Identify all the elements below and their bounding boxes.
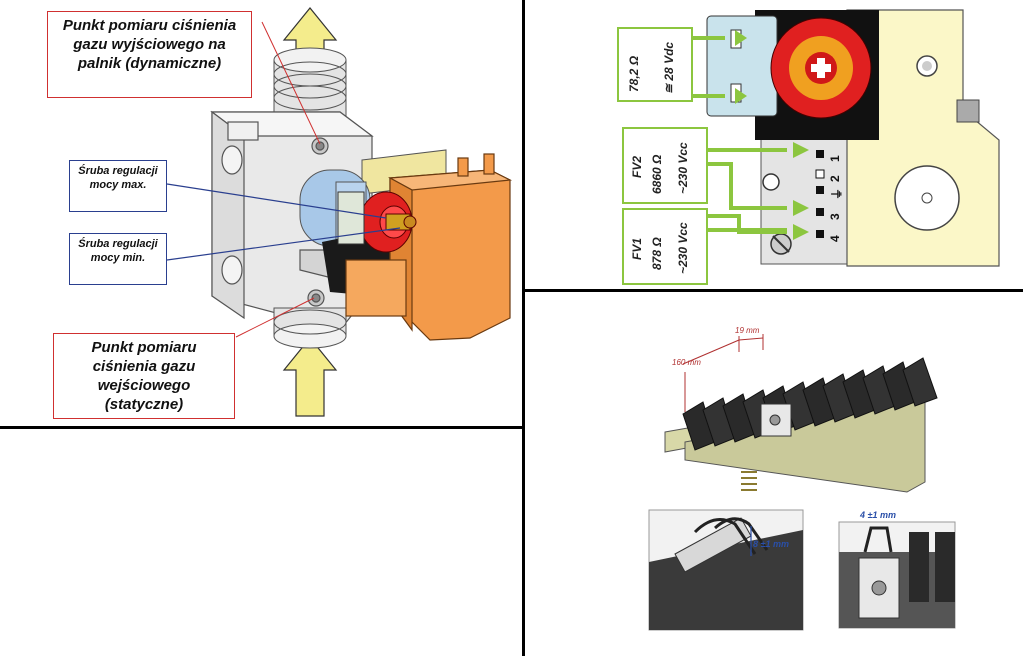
burner-spring <box>741 471 757 491</box>
min-power-screw-callout: Śruba regulacji mocy min. <box>69 233 167 285</box>
dimension-width-label: 19 mm <box>735 326 760 335</box>
electrode-spacing-label: 4 ±1 mm <box>860 510 896 520</box>
pin-label-1: 1 <box>828 155 842 162</box>
fv2-name: FV2 <box>630 155 644 178</box>
green-wires <box>693 36 787 234</box>
wiring-diagram <box>693 9 1000 267</box>
fv2-spec-box <box>622 127 708 204</box>
gas-inlet-arrow <box>282 337 338 417</box>
pin-label-4: 4 <box>828 235 842 242</box>
fv1-spec-box <box>622 208 708 285</box>
fv1-name: FV1 <box>630 237 644 260</box>
burner-illustration <box>648 334 956 631</box>
pin-label-ground: ⏚ <box>830 187 844 200</box>
outlet-pressure-callout: Punkt pomiaru ciśnienia gazu wyjściowego… <box>47 11 252 98</box>
valve-yellow-body <box>846 9 1000 267</box>
max-power-screw-callout: Śruba regulacji mocy max. <box>69 160 167 212</box>
gas-valve-illustration <box>166 7 513 417</box>
dimension-length-label: 160 mm <box>672 358 701 367</box>
modulator-resistance: 78,2 Ω <box>627 55 641 92</box>
pin-label-3: 3 <box>828 213 842 220</box>
fv2-resistance: 6860 Ω <box>650 154 664 194</box>
divider-left-horizontal <box>0 426 523 429</box>
modulator-connector <box>706 15 778 117</box>
inlet-pressure-callout: Punkt pomiaru ciśnienia gazu wejściowego… <box>53 333 235 419</box>
electrode-gap-label: 8 ±1 mm <box>753 539 789 549</box>
divider-vertical <box>522 0 525 656</box>
fv1-voltage: ~230 Vcc <box>676 222 690 274</box>
modulator-spec-box <box>617 27 693 102</box>
inlet-thread <box>273 307 347 349</box>
pin-label-2: 2 <box>828 175 842 182</box>
fv1-resistance: 878 Ω <box>650 237 664 270</box>
divider-right-horizontal <box>523 289 1023 292</box>
green-arrowheads <box>735 30 809 240</box>
terminal-pins <box>815 150 825 238</box>
fv2-voltage: ~230 Vcc <box>676 142 690 194</box>
modulator-voltage: ≅ 28 Vdc <box>662 41 676 94</box>
modulator-coil <box>770 17 872 119</box>
